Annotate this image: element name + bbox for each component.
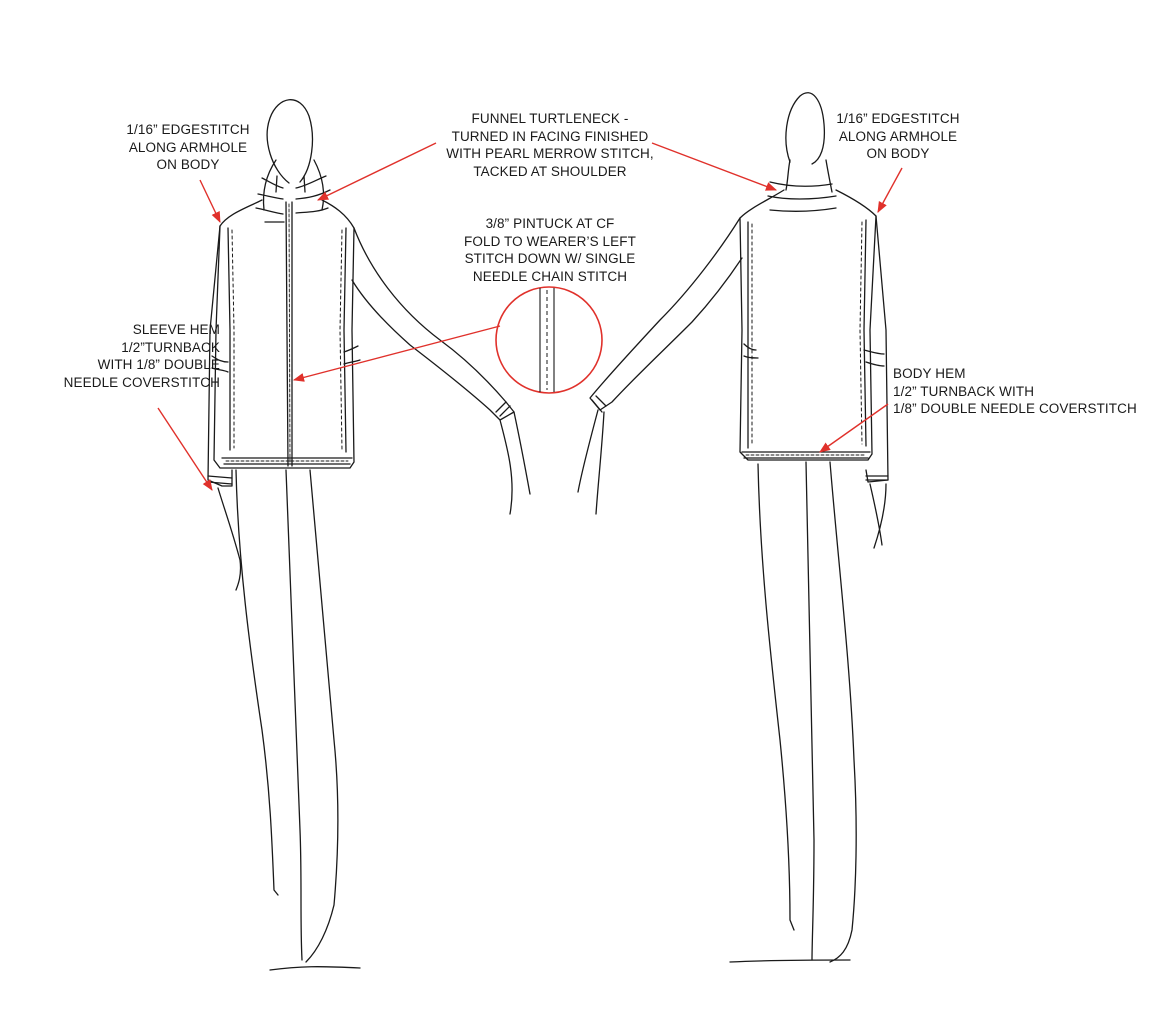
front-right-sleeve [351, 227, 515, 421]
front-left-armhole-stitch [231, 229, 235, 449]
callout-pintuck: 3/8” PINTUCK AT CF FOLD TO WEARER’S LEFT… [440, 215, 660, 285]
back-right-hand [869, 483, 887, 549]
front-left-sleeve-wrinkles [211, 355, 229, 373]
back-feet [729, 959, 851, 963]
callout-line: WITH 1/8” DOUBLE [97, 357, 220, 372]
back-body-hem [741, 451, 871, 459]
callout-line: TURNED IN FACING FINISHED [451, 128, 649, 144]
front-center-pintuck-stitch [288, 203, 291, 465]
back-right-armhole [863, 219, 867, 447]
callout-body-hem: BODY HEM 1/2” TURNBACK WITH 1/8” DOUBLE … [893, 365, 1153, 418]
front-view-figure [207, 99, 531, 971]
front-right-hand [499, 411, 531, 515]
back-view-figure [577, 92, 889, 963]
callout-line: NEEDLE COVERSTITCH [63, 374, 220, 390]
arrow-pintuck [292, 325, 501, 382]
front-feet [269, 966, 361, 971]
front-turtleneck-collar [262, 159, 325, 211]
back-body-outline [739, 189, 877, 461]
front-left-sleeve-hem [207, 475, 233, 485]
callout-line: FOLD TO WEARER’S LEFT [464, 233, 636, 249]
back-left-sleeve-hem [591, 395, 607, 413]
back-left-sleeve [589, 217, 743, 411]
arrow-body-hem [819, 403, 889, 453]
callout-line: ALONG ARMHOLE [838, 128, 958, 144]
front-inner-leg [285, 469, 303, 961]
back-head [785, 92, 826, 165]
callout-line: NEEDLE CHAIN STITCH [472, 268, 628, 284]
arrow-turtleneck-front [316, 142, 437, 201]
callout-line: 1/8” DOUBLE NEEDLE COVERSTITCH [893, 401, 1137, 416]
front-body-hem [221, 457, 353, 465]
callout-line: BODY HEM [893, 366, 966, 381]
back-right-sleeve-hem [865, 475, 889, 481]
front-center-pintuck [285, 201, 293, 467]
callout-arrows [157, 142, 903, 491]
callout-back-armhole-edgestitch: 1/16” EDGESTITCH ALONG ARMHOLE ON BODY [828, 110, 968, 163]
back-right-leg [829, 461, 857, 963]
front-collar-folds-right [295, 175, 331, 214]
callout-front-armhole-edgestitch: 1/16” EDGESTITCH ALONG ARMHOLE ON BODY [118, 121, 258, 174]
callout-line: 1/2” TURNBACK WITH [893, 383, 1035, 399]
callout-line: 1/16” EDGESTITCH [836, 111, 960, 126]
front-right-sleeve-hem [495, 401, 511, 417]
front-body-outline [213, 199, 355, 469]
arrow-back-armhole [877, 167, 903, 213]
back-inner-leg [805, 461, 815, 961]
back-turtleneck-collar [785, 159, 833, 193]
callout-funnel-turtleneck: FUNNEL TURTLENECK - TURNED IN FACING FIN… [430, 110, 670, 180]
front-collar-folds-left [255, 177, 285, 223]
back-left-hand [577, 409, 605, 515]
front-right-armhole [343, 227, 347, 453]
callout-line: ON BODY [866, 146, 930, 161]
arrow-turtleneck-back [651, 142, 778, 191]
arrow-sleeve-hem [157, 407, 213, 491]
callout-line: 1/2”TURNBACK [121, 339, 220, 355]
front-neck [275, 175, 306, 193]
front-head [266, 99, 314, 184]
front-left-leg [235, 469, 279, 896]
back-collar-folds [767, 181, 837, 212]
front-right-armhole-stitch [339, 229, 343, 451]
back-left-leg [757, 463, 795, 931]
callout-line: FUNNEL TURTLENECK - [471, 111, 629, 126]
callout-line: TACKED AT SHOULDER [473, 163, 627, 179]
front-right-leg [305, 469, 339, 963]
callout-sleeve-hem: SLEEVE HEM 1/2”TURNBACK WITH 1/8” DOUBLE… [30, 321, 220, 391]
pintuck-detail-inset [495, 286, 603, 394]
front-left-hand [217, 487, 242, 591]
front-left-armhole [227, 227, 231, 451]
callout-line: 3/8” PINTUCK AT CF [485, 216, 615, 231]
callout-line: STITCH DOWN W/ SINGLE [464, 251, 636, 266]
back-left-sleeve-wrinkles [743, 343, 759, 359]
callout-line: WITH PEARL MERROW STITCH, [446, 146, 654, 161]
back-right-armhole-stitch [859, 221, 863, 445]
pintuck-detail-circle [495, 286, 603, 394]
callout-line: SLEEVE HEM [132, 322, 220, 337]
callout-line: ALONG ARMHOLE [128, 139, 248, 155]
callout-line: ON BODY [156, 157, 220, 172]
arrow-front-armhole [199, 179, 221, 224]
callout-line: 1/16” EDGESTITCH [126, 122, 250, 137]
back-right-sleeve-wrinkles [863, 349, 885, 367]
front-right-sleeve-wrinkles [343, 345, 361, 365]
back-right-sleeve [865, 215, 889, 483]
